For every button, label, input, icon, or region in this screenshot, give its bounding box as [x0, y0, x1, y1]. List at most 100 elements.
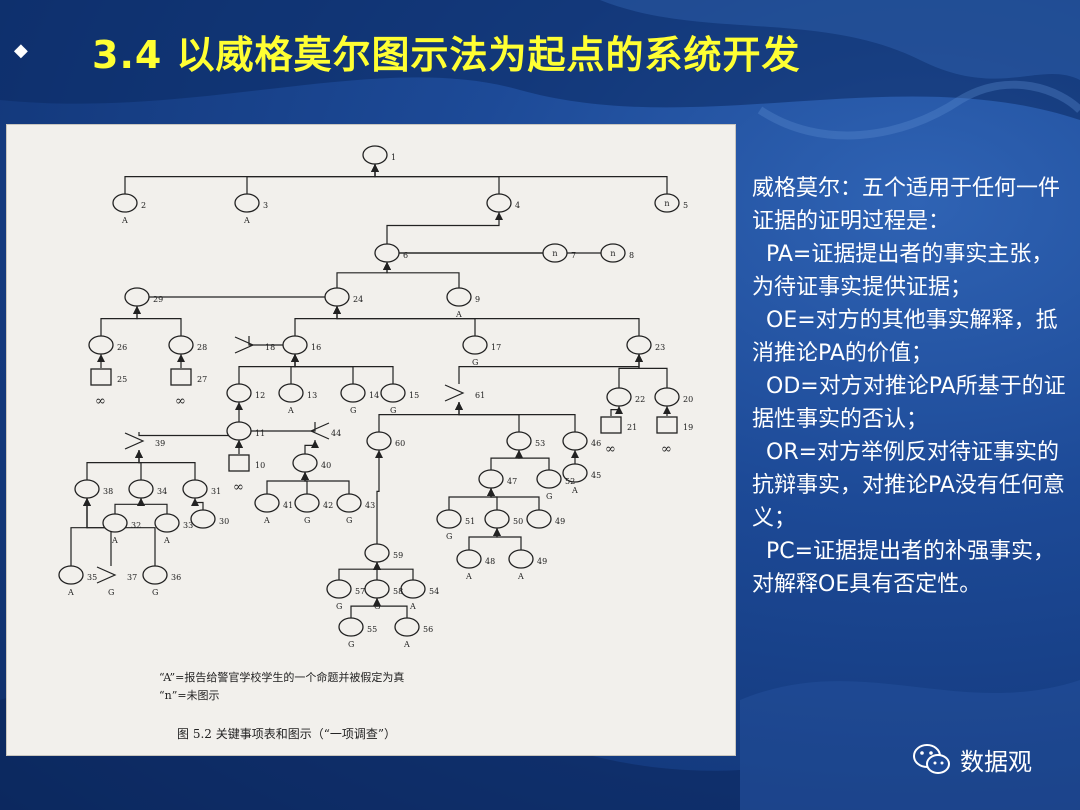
- circle-node-31: [182, 479, 208, 499]
- infinity-mark-19: ∞: [661, 442, 672, 457]
- node-label-40: 40: [321, 461, 331, 470]
- node-label-18: 18: [265, 343, 275, 352]
- circle-node-11: [226, 421, 252, 441]
- edge-12-to-16: [238, 354, 296, 384]
- arrowhead-56: [373, 598, 381, 606]
- triangle-node-37: [96, 566, 117, 584]
- circle-node-55: [338, 617, 364, 637]
- node-label-21: 21: [627, 423, 637, 432]
- circle-node-47: [478, 469, 504, 489]
- arrowhead-27: [177, 354, 185, 362]
- arrowhead-6: [495, 212, 503, 220]
- node-label-3: 3: [263, 201, 268, 210]
- edge-35-to-38: [70, 498, 88, 566]
- node-tag-2: A: [121, 216, 128, 225]
- edge-39-to-11: [138, 432, 240, 440]
- node-label-36: 36: [171, 573, 181, 582]
- circle-node-30: [190, 509, 216, 529]
- circle-node-28: [168, 335, 194, 355]
- circle-node-41: [254, 493, 280, 513]
- edge-46-to-61: [458, 402, 576, 432]
- node-tag-56: A: [403, 640, 410, 649]
- node-label-35: 35: [87, 573, 97, 582]
- description-panel: 威格莫尔：五个适用于任何一件证据的证明过程是： PA=证据提出者的事实主张，为待…: [752, 172, 1070, 601]
- node-label-26: 26: [117, 343, 127, 352]
- node-tag-35: A: [67, 588, 74, 597]
- arrowhead-9: [383, 262, 391, 270]
- edge-48-to-50: [468, 528, 498, 550]
- edge-57-to-59: [338, 562, 378, 580]
- node-tag-17: G: [472, 358, 478, 367]
- triangle-node-18: [234, 336, 255, 354]
- circle-node-1: [362, 145, 388, 165]
- circle-node-5: [654, 193, 680, 213]
- node-label-6: 6: [403, 251, 408, 260]
- edge-2-to-1: [124, 164, 376, 194]
- box-node-25: [90, 368, 112, 386]
- node-label-53: 53: [535, 439, 545, 448]
- arrowhead-10: [235, 440, 243, 448]
- edge-9-to-6: [386, 262, 460, 288]
- node-tag-58: G: [374, 602, 380, 611]
- node-label-2: 2: [141, 201, 146, 210]
- circle-node-49a: [526, 509, 552, 529]
- infinity-mark-27: ∞: [175, 394, 186, 409]
- edge-24-to-6: [336, 262, 388, 288]
- circle-node-48: [456, 549, 482, 569]
- node-label-39: 39: [155, 439, 165, 448]
- circle-node-52: [536, 469, 562, 489]
- circle-node-29: [124, 287, 150, 307]
- triangle-node-44: [309, 422, 330, 440]
- edge-59-to-60: [376, 450, 380, 544]
- edge-14-to-16: [294, 354, 354, 384]
- edge-49b-to-50: [496, 528, 522, 550]
- node-label-12: 12: [255, 391, 265, 400]
- circle-node-9: [446, 287, 472, 307]
- node-label-16: 16: [311, 343, 321, 352]
- node-label-7: 7: [571, 251, 576, 260]
- node-label-47: 47: [507, 477, 517, 486]
- node-label-52: 52: [565, 477, 575, 486]
- box-node-21: [600, 416, 622, 434]
- node-tag-37: G: [108, 588, 114, 597]
- slide-title: 3.4 以威格莫尔图示法为起点的系统开发: [92, 33, 801, 77]
- node-label-31: 31: [211, 487, 221, 496]
- circle-node-7: [542, 243, 568, 263]
- node-label-28: 28: [197, 343, 207, 352]
- circle-node-54: [400, 579, 426, 599]
- circle-node-12: [226, 383, 252, 403]
- arrowhead-19: [663, 406, 671, 414]
- arrowhead-21: [615, 406, 623, 414]
- node-tag-51: G: [446, 532, 452, 541]
- circle-node-15: [380, 383, 406, 403]
- node-label-57: 57: [355, 587, 365, 596]
- arrowhead-46: [455, 402, 463, 410]
- arrowhead-30: [191, 498, 199, 506]
- circle-node-45: [562, 463, 588, 483]
- node-tag-52: G: [546, 492, 552, 501]
- edge-6-to-4: [386, 212, 500, 244]
- description-od: OD=对方对推论PA所基于的证据性事实的否认；: [752, 374, 1066, 432]
- infinity-mark-21: ∞: [605, 442, 616, 457]
- node-label-20: 20: [683, 395, 693, 404]
- arrowhead-49a: [487, 488, 495, 496]
- node-tag-36: G: [152, 588, 158, 597]
- node-label-23: 23: [655, 343, 665, 352]
- circle-node-57: [326, 579, 352, 599]
- edge-43-to-40: [304, 472, 350, 494]
- arrowhead-45: [571, 450, 579, 458]
- node-label-42: 42: [323, 501, 333, 510]
- node-label-30: 30: [219, 517, 229, 526]
- node-tag-32: A: [111, 536, 118, 545]
- circle-node-13: [278, 383, 304, 403]
- circle-node-32: [102, 513, 128, 533]
- arrowhead-15: [291, 354, 299, 362]
- node-label-24: 24: [353, 295, 363, 304]
- node-label-41: 41: [283, 501, 293, 510]
- circle-node-36: [142, 565, 168, 585]
- triangle-node-39: [124, 432, 145, 450]
- node-tag-57: G: [336, 602, 342, 611]
- edge-52-to-53: [518, 450, 550, 470]
- node-label-59: 59: [393, 551, 403, 560]
